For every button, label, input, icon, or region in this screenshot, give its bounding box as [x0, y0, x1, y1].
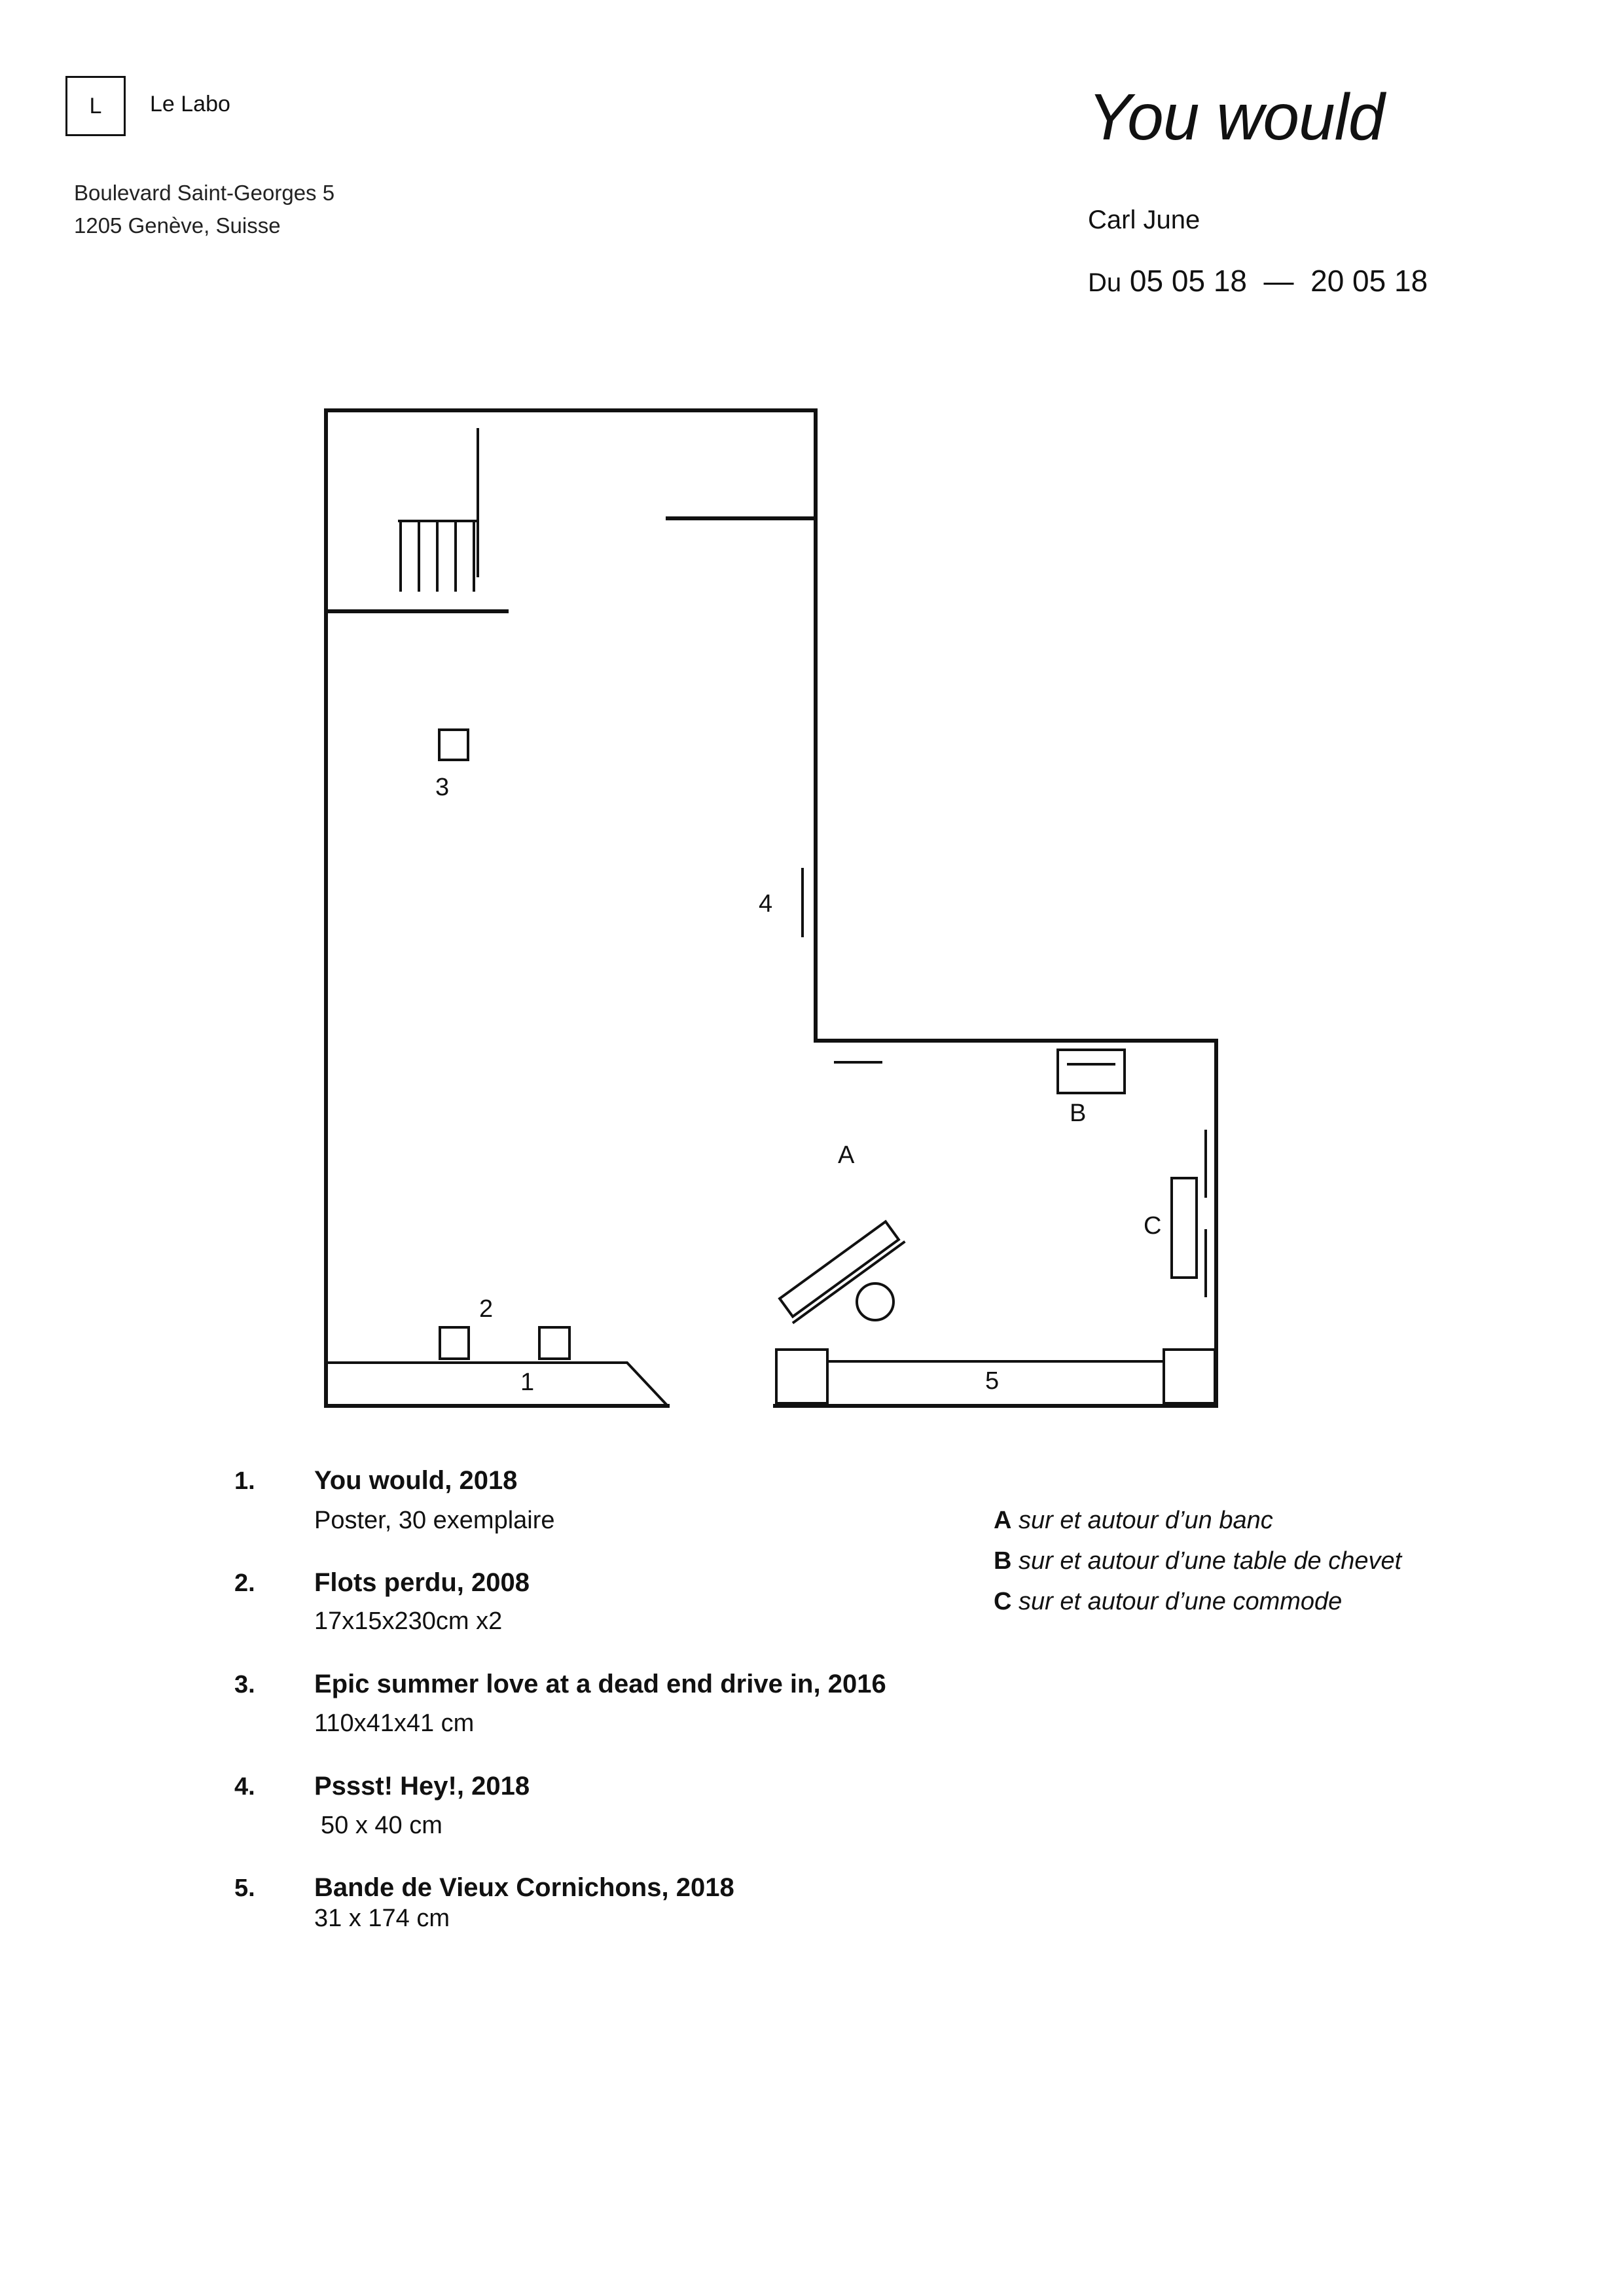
- plan-work-3: [438, 728, 469, 761]
- work-desc: 50 x 40 cm: [321, 1812, 442, 1839]
- plan-stool: [856, 1282, 895, 1321]
- legend-item: A sur et autour d’un banc: [994, 1507, 1273, 1535]
- work-desc: 17x15x230cm x2: [314, 1607, 503, 1635]
- work-desc: Poster, 30 exemplaire: [314, 1507, 555, 1534]
- logo-letter: L: [89, 93, 102, 118]
- exhibition-title: You would: [1088, 81, 1384, 154]
- plan-label-c: C: [1144, 1212, 1161, 1240]
- address-line-1: Boulevard Saint-Georges 5: [74, 181, 335, 205]
- work-desc: 110x41x41 cm: [314, 1710, 475, 1737]
- plan-label-1: 1: [520, 1369, 534, 1396]
- plan-label-2: 2: [479, 1295, 493, 1323]
- date-prefix: Du: [1088, 268, 1122, 297]
- exhibition-dates: Du 05 05 18 — 20 05 18: [1088, 263, 1428, 298]
- plan-furniture-b: [1056, 1049, 1126, 1094]
- plan-label-3: 3: [435, 774, 449, 801]
- date-end: 20 05 18: [1310, 264, 1428, 298]
- artist-name: Carl June: [1088, 206, 1200, 234]
- work-title: Epic summer love at a dead end drive in,…: [314, 1670, 886, 1698]
- work-title: You would, 2018: [314, 1466, 518, 1495]
- plan-work-1: [326, 1361, 669, 1407]
- legend-item: C sur et autour d’une commode: [994, 1588, 1342, 1616]
- work-title: Pssst! Hey!, 2018: [314, 1772, 530, 1801]
- work-title: Bande de Vieux Cornichons, 2018: [314, 1873, 734, 1902]
- work-number: 2.: [234, 1570, 255, 1597]
- work-number: 4.: [234, 1773, 255, 1801]
- legend-text: sur et autour d’une commode: [1019, 1588, 1343, 1615]
- plan-work-5-left: [775, 1348, 829, 1405]
- date-separator: —: [1263, 264, 1294, 298]
- plan-work-2-left: [439, 1326, 470, 1360]
- plan-label-4: 4: [759, 890, 772, 918]
- legend-key: B: [994, 1547, 1012, 1575]
- work-number: 5.: [234, 1874, 255, 1902]
- legend-key: C: [994, 1588, 1012, 1615]
- plan-label-5: 5: [985, 1367, 999, 1395]
- work-number: 1.: [234, 1467, 255, 1495]
- plan-work-5-right: [1163, 1348, 1216, 1405]
- plan-work-2-right: [538, 1326, 571, 1360]
- plan-outer-walls: [324, 408, 1218, 1408]
- plan-label-b: B: [1070, 1100, 1086, 1127]
- legend-text: sur et autour d’un banc: [1019, 1507, 1273, 1534]
- gallery-name: Le Labo: [150, 92, 230, 117]
- work-number: 3.: [234, 1671, 255, 1698]
- address-line-2: 1205 Genève, Suisse: [74, 213, 281, 238]
- plan-label-a: A: [838, 1141, 855, 1169]
- legend-text: sur et autour d’une table de chevet: [1019, 1547, 1402, 1575]
- work-title: Flots perdu, 2008: [314, 1568, 530, 1597]
- gallery-logo: L: [65, 76, 126, 136]
- legend-item: B sur et autour d’une table de chevet: [994, 1547, 1401, 1575]
- plan-furniture-c: [1170, 1177, 1198, 1279]
- floor-plan: 3 4 A B C 2 1 5: [324, 408, 1218, 1408]
- date-start: 05 05 18: [1129, 264, 1247, 298]
- plan-furniture-a: [778, 1219, 906, 1325]
- legend-key: A: [994, 1507, 1012, 1534]
- work-desc: 31 x 174 cm: [314, 1905, 450, 1932]
